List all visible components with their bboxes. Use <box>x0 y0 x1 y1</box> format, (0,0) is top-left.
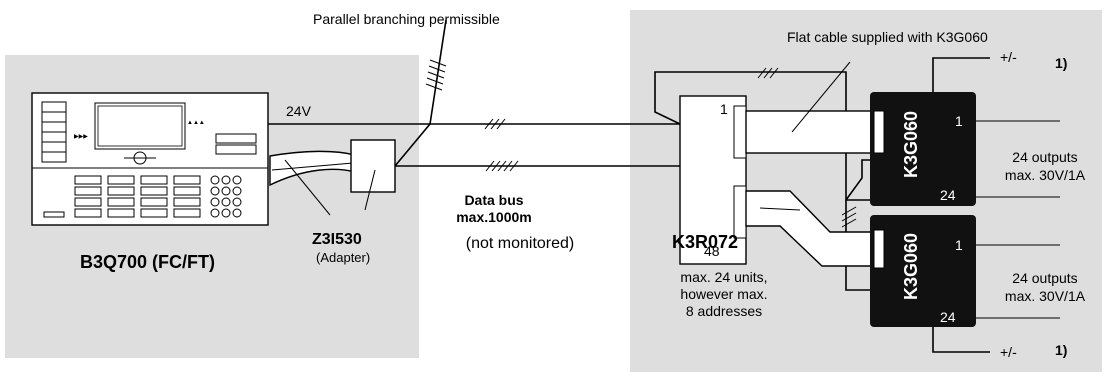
parallel-branch <box>394 19 447 167</box>
k3g060-bottom-pin24: 24 <box>940 309 956 325</box>
k3g060-top <box>870 92 976 206</box>
k3r072-desc-2: however max. <box>680 286 767 302</box>
panel-display <box>94 102 186 150</box>
supply-ticks <box>484 118 506 130</box>
k3r072-desc-3: 8 addresses <box>686 303 762 319</box>
top-label: Parallel branching permissible <box>313 11 500 27</box>
k3g060-top-outputs-1: 24 outputs <box>1012 149 1077 165</box>
flat-cable-1 <box>745 110 875 154</box>
k3g060-top-pin1: 1 <box>955 113 963 129</box>
k3r072-desc-1: max. 24 units, <box>680 269 767 285</box>
k3g060-top-outputs-2: max. 30V/1A <box>1005 167 1086 183</box>
branch-ticks <box>425 59 447 91</box>
k3r072-pin-bottom: 48 <box>704 243 720 259</box>
adapter-subtitle: (Adapter) <box>316 250 370 265</box>
k3g060-bottom-footnote: 1) <box>1055 342 1067 358</box>
svg-text:▶▶▶: ▶▶▶ <box>74 134 88 140</box>
panel-name: B3Q700 (FC/FT) <box>80 252 215 272</box>
k3r072-name: K3R072 <box>672 232 738 252</box>
k3g060-top-pin24: 24 <box>940 187 956 203</box>
flat-cable-label: Flat cable supplied with K3G060 <box>787 29 988 45</box>
bus-title-line2: max.1000m <box>456 209 532 225</box>
k3r072-pin-top: 1 <box>720 101 728 117</box>
bus-ticks <box>485 160 519 172</box>
adapter-box <box>350 139 396 193</box>
voltage-label: 24V <box>286 103 312 119</box>
k3g060-bottom-pin1: 1 <box>955 237 963 253</box>
k3g060-top-name: K3G060 <box>901 111 921 178</box>
adapter-name: Z3I530 <box>312 231 362 248</box>
k3g060-top-footnote: 1) <box>1055 55 1067 71</box>
panel-device: ▶▶▶ ▲▲▲ <box>31 92 269 226</box>
bus-title-line1: Data bus <box>464 192 523 208</box>
k3g060-bottom-name: K3G060 <box>901 233 921 300</box>
supply-loop <box>654 71 870 201</box>
k3g060-bottom-outputs-2: max. 30V/1A <box>1005 288 1086 304</box>
k3g060-bottom <box>870 215 976 327</box>
svg-text:▲▲▲: ▲▲▲ <box>187 120 205 126</box>
k3g060-bottom-outputs-1: 24 outputs <box>1012 270 1077 286</box>
k3g060-top-supply: +/- <box>1000 49 1017 65</box>
k3g060-bottom-supply: +/- <box>1000 344 1017 360</box>
panel-keypad <box>43 175 242 218</box>
bus-note: (not monitored) <box>466 235 575 252</box>
